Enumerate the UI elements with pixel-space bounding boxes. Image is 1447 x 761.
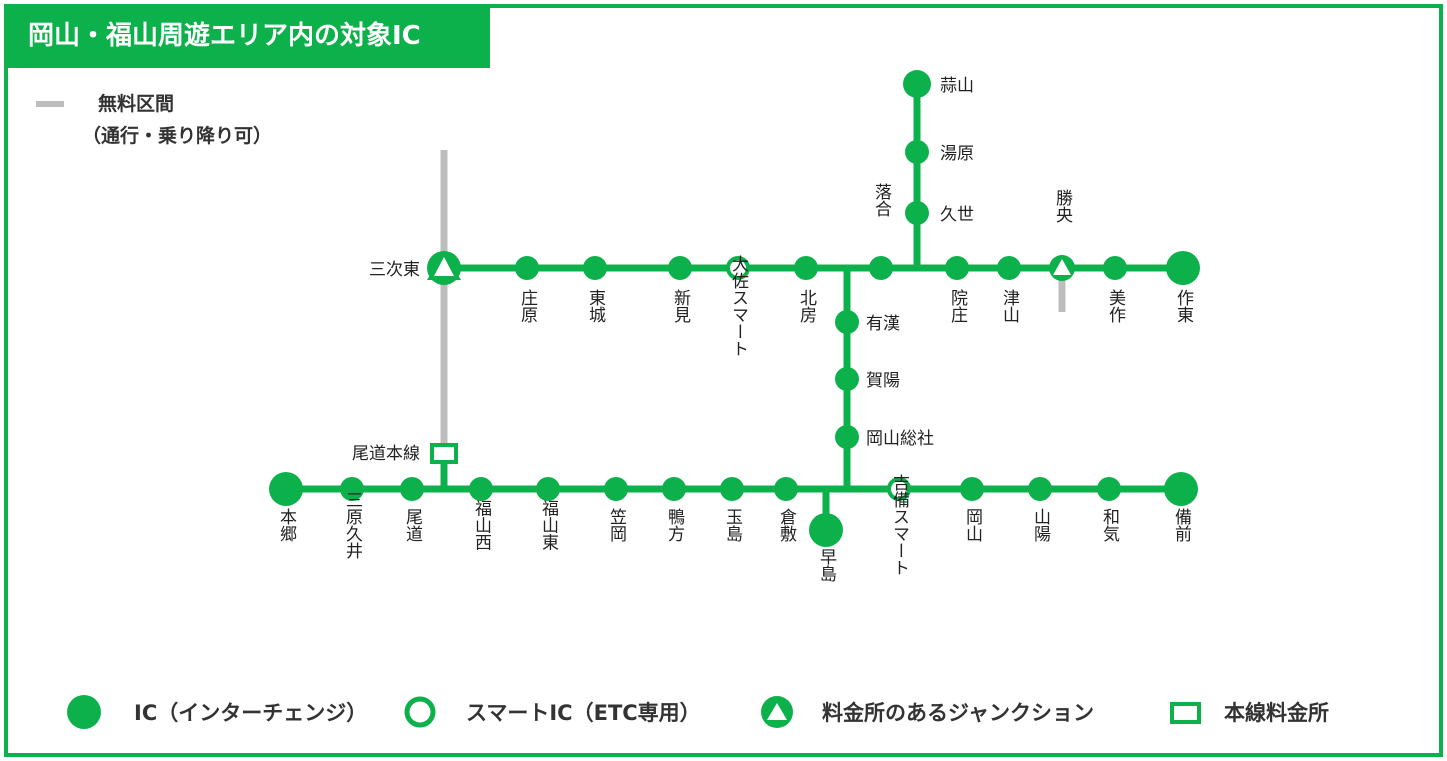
ic-sanyo[interactable] (1028, 477, 1052, 501)
ic-yubara[interactable] (905, 140, 929, 164)
label-kayo: 賀陽 (866, 371, 900, 391)
ic-hongo[interactable] (269, 472, 303, 506)
label-sanyo: 山陽 (1030, 508, 1050, 543)
ic-innosho[interactable] (945, 256, 969, 280)
ic-bizen[interactable] (1164, 472, 1198, 506)
ic-okayama[interactable] (960, 477, 984, 501)
ic-kurashiki[interactable] (774, 477, 798, 501)
label-bizen: 備前 (1171, 508, 1192, 543)
ic-tsuyama[interactable] (997, 256, 1021, 280)
ic-fukuyama-higashi[interactable] (536, 477, 560, 501)
ic-ochiai[interactable] (869, 256, 893, 280)
label-mihara-kui: 三原久井 (342, 491, 363, 559)
free-section-label: 無料区間 (98, 93, 175, 115)
legend-ic-icon (67, 695, 101, 729)
ic-sakuto[interactable] (1166, 251, 1200, 285)
free-section-swatch (36, 101, 64, 107)
ic-tamashima[interactable] (720, 477, 744, 501)
label-kurashiki: 倉敷 (776, 508, 797, 543)
legend-mainline-toll-label: 本線料金所 (1224, 701, 1329, 725)
label-hayashima: 早島 (816, 548, 837, 583)
ic-hiruzen[interactable] (903, 70, 931, 98)
label-onomichi-mainline: 尾道本線 (352, 444, 420, 464)
label-shobara: 庄原 (517, 289, 538, 323)
legend-junction-label: 料金所のあるジャンクション (822, 701, 1094, 725)
ic-tojo[interactable] (583, 256, 607, 280)
label-niimi: 新見 (670, 289, 691, 323)
map-frame (4, 4, 1443, 757)
label-hokubo: 北房 (796, 289, 817, 324)
ic-mihara-kui[interactable] (340, 477, 364, 501)
label-ukan: 有漢 (866, 314, 900, 334)
ic-ukan[interactable] (835, 310, 859, 334)
mainline-toll-onomichi[interactable] (430, 443, 458, 464)
ic-niimi[interactable] (668, 256, 692, 280)
ic-shobara[interactable] (515, 256, 539, 280)
label-tojo: 東城 (585, 289, 606, 323)
label-osa-smart: 大佐スマート (728, 255, 749, 357)
label-innosho: 院庄 (947, 289, 968, 323)
label-onomichi: 尾道 (402, 508, 423, 542)
ic-kayo[interactable] (835, 367, 859, 391)
label-kuse: 久世 (940, 205, 974, 225)
label-tamashima: 玉島 (722, 508, 743, 543)
label-hiruzen: 蒜山 (940, 76, 974, 96)
label-fukuyama-nishi: 福山西 (471, 499, 492, 550)
label-hongo: 本郷 (276, 508, 297, 542)
label-kasaoka: 笠岡 (606, 508, 627, 543)
ic-hokubo[interactable] (794, 256, 818, 280)
ic-kuse[interactable] (905, 201, 929, 225)
ic-hayashima[interactable] (809, 513, 843, 547)
label-okayama: 岡山 (962, 508, 982, 542)
label-kamogata: 鴨方 (664, 508, 685, 542)
free-section-sublabel: （通行・乗り降り可） (82, 125, 273, 147)
label-yubara: 湯原 (940, 144, 974, 164)
ic-fukuyama-nishi[interactable] (469, 477, 493, 501)
label-miyoshi-higashi: 三次東 (369, 260, 420, 280)
jct-shoo[interactable] (1053, 259, 1071, 275)
label-ochiai: 落合 (871, 183, 892, 217)
legend-mainline-toll-icon (1170, 702, 1201, 724)
label-shoo: 勝央 (1052, 189, 1073, 223)
label-kibi-smart: 吉備スマート (889, 474, 910, 576)
legend-smart-ic-label: スマートIC（ETC専用） (466, 701, 701, 725)
ic-kasaoka[interactable] (604, 477, 628, 501)
label-tsuyama: 津山 (999, 289, 1020, 323)
label-mimasaka: 美作 (1105, 289, 1126, 323)
page-title: 岡山・福山周遊エリア内の対象IC (4, 4, 490, 68)
legend-ic-label: IC（インターチェンジ） (134, 701, 368, 725)
legend-smart-ic-icon (404, 696, 436, 728)
label-fukuyama-higashi: 福山東 (538, 499, 559, 550)
ic-okayama-soja[interactable] (835, 425, 859, 449)
label-okayama-soja: 岡山総社 (866, 429, 934, 449)
ic-wake[interactable] (1097, 477, 1121, 501)
label-wake: 和気 (1099, 508, 1120, 543)
ic-kamogata[interactable] (662, 477, 686, 501)
label-sakuto: 作東 (1173, 289, 1194, 323)
smart-ic-osa[interactable] (726, 256, 750, 280)
smart-ic-kibi[interactable] (887, 477, 911, 501)
ic-mimasaka[interactable] (1103, 256, 1127, 280)
ic-onomichi[interactable] (400, 477, 424, 501)
